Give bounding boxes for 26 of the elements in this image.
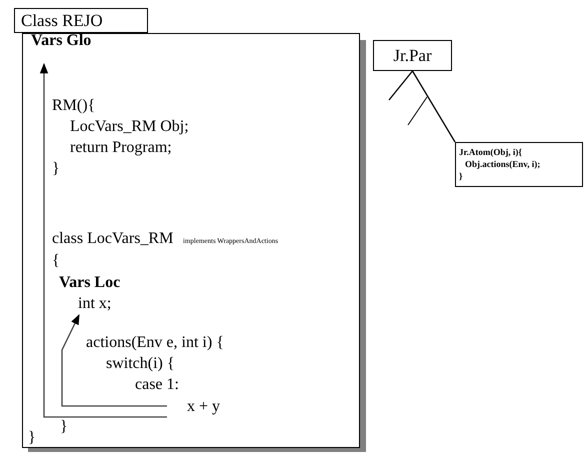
code-text: } xyxy=(459,170,464,182)
tree-line xyxy=(388,70,413,100)
arrow xyxy=(40,62,167,418)
code-text: actions(Env e, int i) { xyxy=(86,334,224,352)
code-text: switch(i) { xyxy=(106,355,175,373)
code-text: RM(){ xyxy=(52,97,96,115)
leaf-box xyxy=(455,142,583,187)
code-text: } xyxy=(52,160,60,178)
class-tab: Class REJO xyxy=(14,8,148,33)
code-text: Jr.Atom(Obj, i){ xyxy=(459,146,523,158)
code-line: int x; xyxy=(78,295,112,313)
tree-line xyxy=(412,70,456,142)
code-text: { xyxy=(52,252,60,270)
tree-root-box: Jr.Par xyxy=(373,40,452,71)
code-line: x + y xyxy=(167,398,220,420)
code-text: class LocVars_RM xyxy=(52,230,174,248)
code-text: return Program; xyxy=(70,139,172,157)
section-heading: Vars Loc xyxy=(59,274,120,292)
code-text: Obj.actions(Env, i); xyxy=(464,158,542,170)
code-text: LocVars_RM Obj; xyxy=(70,118,189,136)
code-text: case 1: xyxy=(135,376,179,394)
class-box xyxy=(22,33,360,448)
arrow xyxy=(61,314,167,407)
section-heading: Vars Glo xyxy=(31,32,92,64)
code-text: } xyxy=(60,418,68,436)
code-text: } xyxy=(28,429,36,447)
